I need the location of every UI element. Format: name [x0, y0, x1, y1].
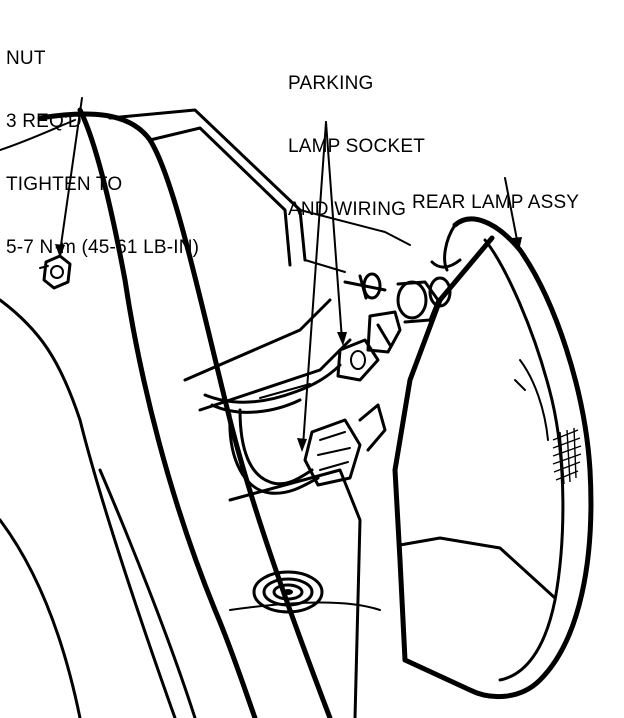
leader-arrows — [55, 97, 522, 452]
nut-callout: NUT 3 REQ'D TIGHTEN TO 5-7 N·m (45-61 LB… — [6, 6, 199, 300]
socket-and-wiring — [203, 272, 452, 495]
nut-callout-line1: NUT — [6, 48, 46, 69]
rear-lamp-callout: REAR LAMP ASSY — [412, 150, 579, 255]
lens-texture — [552, 427, 582, 485]
nut-arrowhead — [55, 244, 65, 258]
parking-callout-line1: PARKING — [288, 73, 374, 94]
nut-callout-line4: 5-7 N·m (45-61 LB-IN) — [6, 237, 200, 258]
parking-arrowhead-upper — [337, 332, 347, 346]
rear-lamp-callout-line1: REAR LAMP ASSY — [412, 192, 580, 213]
nut-callout-line3: TIGHTEN TO — [6, 174, 123, 195]
parking-arrowhead-lower — [297, 438, 307, 452]
body-pillar — [0, 107, 333, 718]
parking-lamp-callout: PARKING LAMP SOCKET AND WIRING — [288, 31, 425, 262]
parking-callout-line3: AND WIRING — [288, 199, 407, 220]
nut-callout-line2: 3 REQ'D — [6, 111, 82, 132]
rear-lamp-arrowhead — [512, 237, 522, 251]
parking-callout-line2: LAMP SOCKET — [288, 136, 425, 157]
lower-panel — [228, 468, 381, 718]
